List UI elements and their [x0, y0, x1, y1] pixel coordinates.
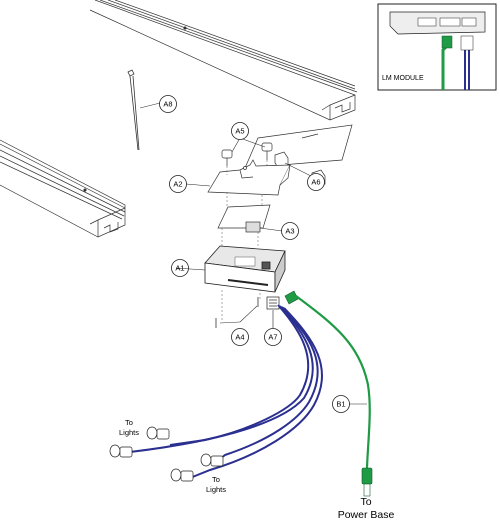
callout-a8: A8	[159, 95, 177, 113]
callout-a4: A4	[231, 328, 249, 346]
label-to-power-base: To Power Base	[338, 496, 395, 521]
light-plug-3	[200, 453, 224, 467]
bracket	[207, 159, 291, 196]
callout-a7: A7	[264, 328, 282, 346]
svg-text:A2: A2	[173, 180, 182, 189]
svg-text:B1: B1	[336, 400, 345, 409]
assembly-lines	[221, 160, 268, 320]
lighting-module	[204, 245, 286, 293]
light-plug-4	[170, 468, 194, 482]
lm-module-inset: LM MODULE	[377, 3, 497, 91]
cable-tie	[127, 69, 140, 151]
svg-text:To: To	[212, 475, 220, 484]
upper-rail	[89, 0, 358, 121]
svg-text:A4: A4	[235, 333, 244, 342]
svg-text:A6: A6	[311, 178, 320, 187]
svg-text:To: To	[360, 496, 371, 508]
lower-rail	[0, 139, 126, 238]
callout-a5: A5	[231, 122, 249, 140]
callout-a3: A3	[281, 222, 299, 240]
callout-a2: A2	[169, 175, 187, 193]
bottom-screws	[215, 297, 259, 328]
callout-a6: A6	[307, 173, 325, 191]
svg-text:A7: A7	[268, 333, 277, 342]
svg-text:Lights: Lights	[119, 428, 139, 437]
label-to-lights-upper: To Lights	[119, 418, 139, 437]
callouts: A8 A5 A2 A6 A3 A1 A4 A7 B1	[159, 95, 350, 413]
light-connector	[266, 296, 280, 310]
power-cable	[284, 290, 373, 497]
svg-text:A8: A8	[163, 100, 172, 109]
svg-text:LM MODULE: LM MODULE	[382, 75, 424, 82]
callout-b1: B1	[332, 395, 350, 413]
light-plug-2	[109, 444, 133, 458]
light-cables	[129, 304, 324, 479]
light-plug-1	[146, 426, 170, 440]
mounting-plate	[217, 204, 271, 233]
svg-text:A3: A3	[285, 227, 294, 236]
svg-text:A5: A5	[235, 127, 244, 136]
svg-text:Lights: Lights	[206, 485, 226, 494]
svg-text:To: To	[125, 418, 133, 427]
light-plugs	[109, 426, 224, 482]
svg-text:Power Base: Power Base	[338, 509, 395, 521]
screws	[221, 142, 273, 166]
label-to-lights-lower: To Lights	[206, 475, 226, 494]
mounting-plate-top	[244, 124, 353, 169]
